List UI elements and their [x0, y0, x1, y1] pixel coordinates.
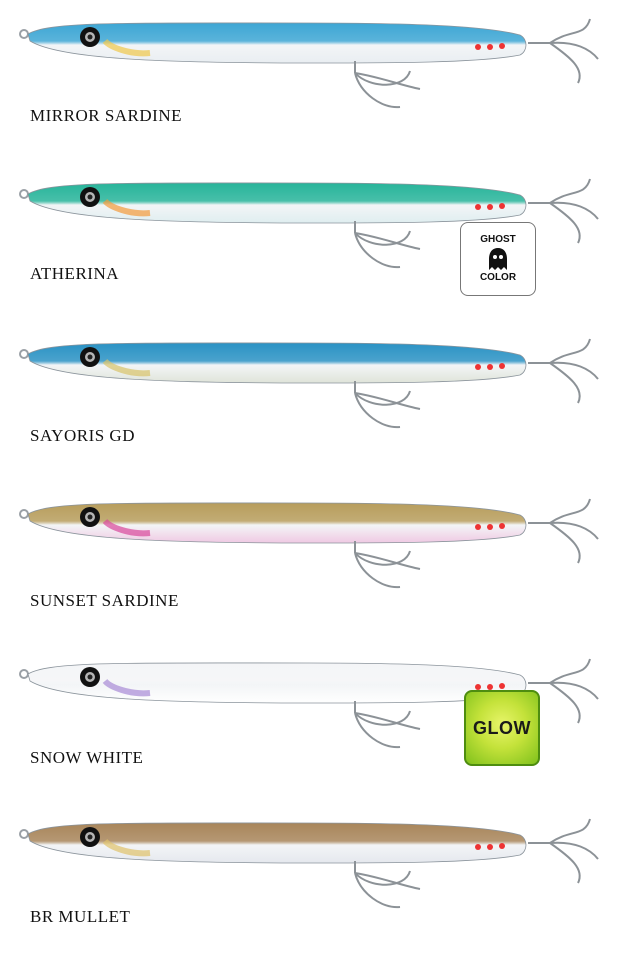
lure-name-label: SUNSET SARDINE — [30, 591, 179, 610]
ghost-color-badge: GHOST COLOR — [460, 222, 536, 296]
lure-image — [19, 18, 599, 109]
lure-item: MIRROR SARDINE — [0, 15, 643, 175]
lure-name-label: ATHERINA — [30, 264, 119, 283]
lure-image — [19, 338, 599, 429]
lure-name-label: SNOW WHITE — [30, 748, 144, 767]
lure-image — [19, 658, 599, 749]
lure-name-label: BR MULLET — [30, 907, 131, 926]
lure-image — [19, 178, 599, 269]
lure-name-label: SAYORIS GD — [30, 426, 135, 445]
lure-item: ATHERINA — [0, 175, 643, 335]
glow-badge-text: GLOW — [473, 717, 531, 738]
lure-item: SAYORIS GD — [0, 335, 643, 495]
lure-image — [19, 818, 599, 909]
lure-item: SUNSET SARDINE — [0, 495, 643, 655]
ghost-badge-bottom-text: COLOR — [479, 272, 517, 283]
ghost-badge-top-text: GHOST — [480, 234, 516, 245]
lure-image — [19, 498, 599, 589]
lure-item: SNOW WHITE — [0, 655, 643, 815]
lure-name-label: MIRROR SARDINE — [30, 106, 182, 125]
glow-badge: GLOW — [464, 690, 540, 766]
lure-item: BR MULLET — [0, 815, 643, 975]
ghost-icon — [489, 248, 507, 270]
